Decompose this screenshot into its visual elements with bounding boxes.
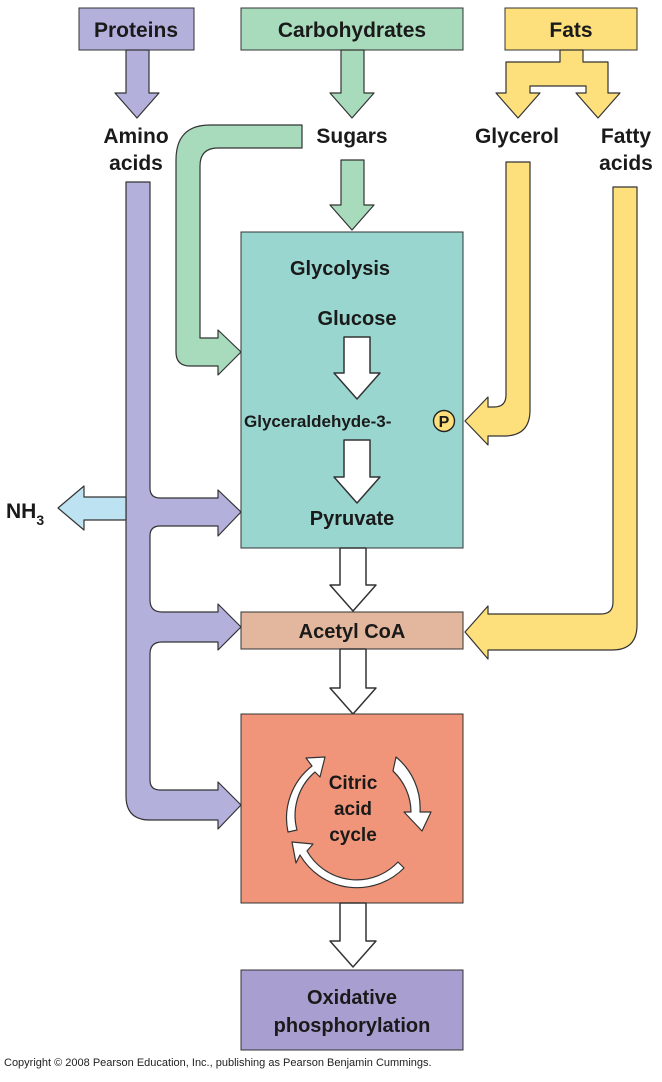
fats-to-glycerol-and-fatty-acids-arrow	[495, 49, 621, 119]
phosphate-icon	[432, 409, 456, 433]
fatty-acids-to-acetyl-coa-arrow	[464, 186, 638, 660]
carbohydrates-label: Carbohydrates	[278, 19, 426, 42]
sugars-side-branch-arrow	[175, 124, 303, 376]
pyruvate-to-acetyl-coa-arrow	[329, 547, 377, 612]
ammonia-arrow	[57, 485, 127, 531]
carbohydrates-to-sugars-arrow	[329, 49, 375, 119]
acetyl-coa-box	[240, 611, 464, 650]
glycolysis-title: Glycolysis	[290, 258, 390, 280]
cycle-arrows-icon	[285, 756, 432, 889]
sugars-to-glycolysis-arrow	[329, 159, 375, 231]
glucose-to-g3p-arrow	[333, 336, 381, 400]
amino-acids-label-line1: Amino	[103, 125, 168, 148]
fats-box	[504, 7, 638, 51]
g3p-label: Glyceraldehyde-3-	[244, 412, 391, 431]
fatty-acids-label-line2: acids	[599, 152, 653, 175]
ammonia-label: NH3	[6, 500, 44, 528]
oxidative-phosphorylation-label-line1: Oxidative	[307, 987, 397, 1009]
phosphate-label: P	[439, 414, 450, 431]
citric-acid-cycle-label-line1: Citric	[329, 773, 378, 794]
oxidative-phosphorylation-box	[240, 969, 464, 1051]
pyruvate-label: Pyruvate	[310, 508, 395, 530]
oxidative-phosphorylation-label-line2: phosphorylation	[274, 1015, 431, 1037]
fatty-acids-label-line1: Fatty	[601, 125, 651, 148]
g3p-to-pyruvate-arrow	[333, 439, 381, 504]
carbohydrates-box	[240, 7, 464, 51]
glycerol-label: Glycerol	[475, 125, 559, 148]
citric-acid-cycle-label-line2: acid	[334, 799, 372, 820]
proteins-label: Proteins	[94, 19, 178, 42]
proteins-box	[78, 7, 195, 51]
proteins-to-amino-acids-arrow	[114, 49, 160, 119]
acetyl-coa-label: Acetyl CoA	[299, 621, 406, 643]
glucose-label: Glucose	[318, 308, 397, 330]
glycerol-to-g3p-arrow	[464, 161, 531, 446]
amino-acids-trunk-arrow	[125, 181, 242, 830]
amino-acids-label-line2: acids	[109, 152, 163, 175]
fats-label: Fats	[549, 19, 592, 42]
sugars-label: Sugars	[316, 125, 387, 148]
citric-acid-cycle-label-line3: cycle	[329, 825, 377, 846]
citric-cycle-to-oxidative-arrow	[329, 902, 377, 968]
acetyl-coa-to-citric-cycle-arrow	[329, 648, 377, 715]
copyright-notice: Copyright © 2008 Pearson Education, Inc.…	[4, 1057, 432, 1069]
